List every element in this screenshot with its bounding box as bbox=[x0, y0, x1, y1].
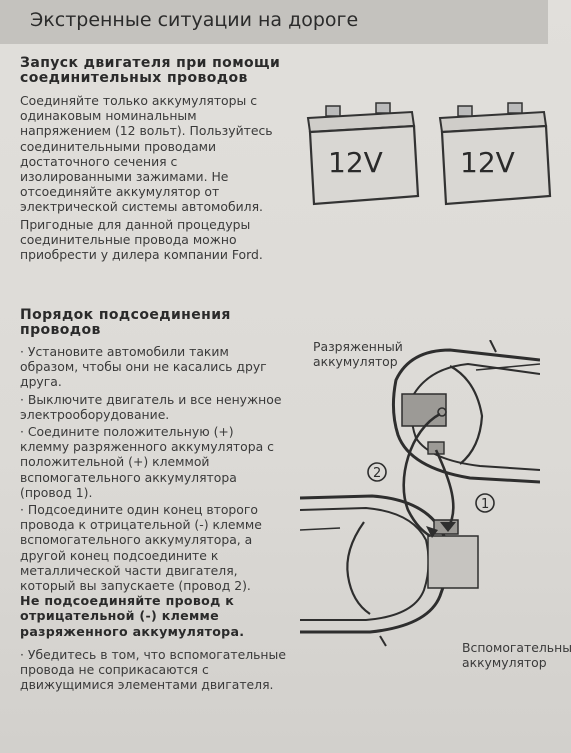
discharged-battery-label-line1: Разряженный bbox=[313, 339, 403, 354]
section-heading-connection-order: Порядок подсоединения проводов bbox=[20, 307, 231, 338]
batteries-illustration: 12V 12V bbox=[306, 102, 552, 206]
page-title: Экстренные ситуации на дороге bbox=[30, 9, 359, 31]
auxiliary-battery-label-line1: Вспомогательный bbox=[462, 640, 571, 655]
auxiliary-battery-label-line2: аккумулятор bbox=[462, 655, 547, 670]
section-jump-start: Запуск двигателя при помощи соединительн… bbox=[20, 55, 302, 263]
wire1-callout: 1 bbox=[475, 493, 495, 513]
battery-left-icon: 12V bbox=[306, 102, 420, 206]
section-header-bar: Экстренные ситуации на дороге bbox=[0, 0, 548, 44]
auxiliary-car-icon bbox=[300, 494, 479, 647]
wire2-number: 2 bbox=[373, 466, 381, 481]
section-connection-order: Порядок подсоединения проводов · Установ… bbox=[20, 307, 302, 693]
wire1-number: 1 bbox=[481, 497, 489, 512]
section-heading-jump-start: Запуск двигателя при помощи соединительн… bbox=[20, 55, 281, 86]
bullet-item: · Соедините положительную (+) клемму раз… bbox=[20, 424, 274, 500]
discharged-car-icon bbox=[391, 340, 540, 484]
battery-left-voltage: 12V bbox=[328, 146, 383, 179]
paragraph-dealer-note: Пригодные для данной процедуры соедините… bbox=[20, 216, 263, 263]
bullet-list: · Установите автомобили таким образом, ч… bbox=[20, 344, 282, 593]
discharged-battery-label-line2: аккумулятор bbox=[313, 354, 398, 369]
warning-text: Не подсоединяйте провод к отрицательной … bbox=[20, 593, 245, 639]
bullet-item: · Установите автомобили таким образом, ч… bbox=[20, 344, 267, 390]
jump-start-diagram: 1 2 bbox=[300, 340, 540, 647]
paragraph-voltage-note: Соединяйте только аккумуляторы с одинако… bbox=[20, 93, 273, 215]
battery-right-icon: 12V bbox=[438, 102, 552, 206]
bullet-item: · Убедитесь в том, что вспомогательные п… bbox=[20, 646, 286, 693]
jump-cables bbox=[402, 412, 456, 538]
bullet-item: · Выключите двигатель и все ненужное эле… bbox=[20, 391, 282, 422]
wire2-callout: 2 bbox=[367, 462, 387, 482]
bullet-item: · Подсоедините один конец второго провод… bbox=[20, 502, 262, 594]
battery-right-voltage: 12V bbox=[460, 146, 515, 179]
